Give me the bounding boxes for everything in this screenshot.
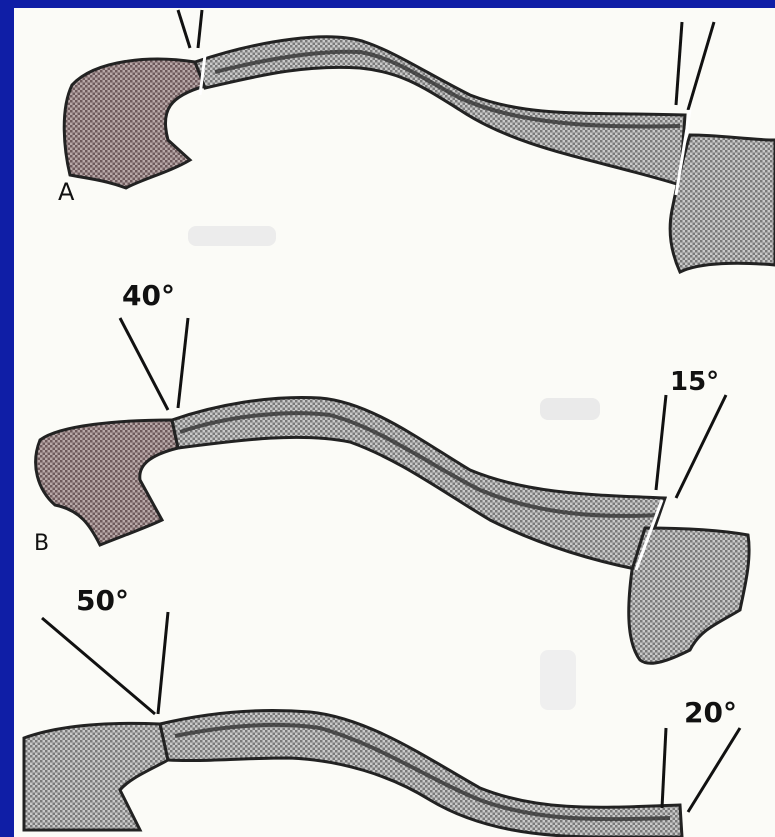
panel-b-proximal-end [36,420,178,545]
panel-c-proximal-end [24,723,168,830]
clavicle-osteotomy-diagram: A 40° 15° B 50° 20° [14,8,775,837]
panel-b: 40° 15° B [34,279,749,663]
panel-b-shaft [172,397,665,570]
panel-a-label: A [58,178,75,206]
panel-c-angle-left: 50° [76,584,129,617]
panel-c-angle-right: 20° [684,696,737,729]
panel-b-angle-left: 40° [122,279,175,312]
panel-b-angle-right: 15° [670,367,719,397]
diagram-frame: A 40° 15° B 50° 20° [14,8,775,837]
panel-a-distal-end [670,135,775,272]
panel-a-proximal-end [64,59,205,188]
panel-b-label: B [34,531,49,556]
panel-b-distal-end [629,528,749,663]
panel-a: A [58,10,775,272]
